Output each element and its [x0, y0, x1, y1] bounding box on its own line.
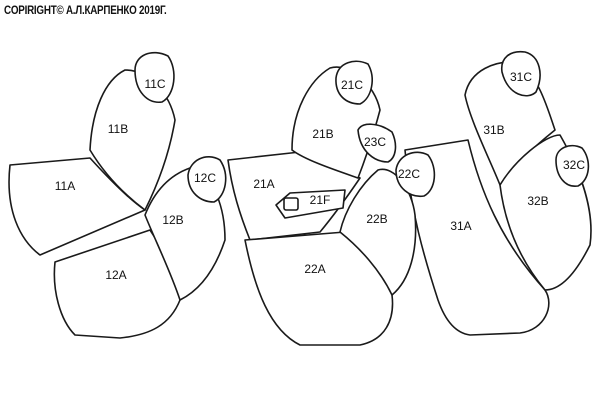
- label-11A: 11A: [55, 179, 75, 193]
- part-11B: [89, 69, 176, 211]
- label-23C: 23C: [364, 135, 386, 149]
- label-22B: 22B: [366, 212, 387, 226]
- label-21A: 21A: [253, 177, 274, 191]
- part-11C: [134, 51, 175, 103]
- label-11C: 11C: [144, 77, 165, 91]
- part-12C: [187, 156, 227, 203]
- label-12B: 12B: [162, 213, 183, 227]
- label-32B: 32B: [527, 194, 548, 208]
- copyright-text: COPIRIGHT© А.Л.КАРПЕНКО 2019Г.: [4, 3, 167, 17]
- label-22A: 22A: [304, 262, 325, 276]
- part-23C: [357, 123, 397, 163]
- label-11B: 11B: [108, 122, 128, 136]
- label-12C: 12C: [194, 171, 216, 185]
- part-21C: [335, 60, 373, 105]
- part-11A: [8, 157, 146, 256]
- label-21B: 21B: [312, 127, 333, 141]
- part-22C: [395, 151, 436, 197]
- label-32C: 32C: [563, 158, 585, 172]
- label-31B: 31B: [483, 123, 504, 137]
- part-31C: [500, 50, 541, 97]
- part-32C: [555, 144, 590, 187]
- label-21F: 21F: [310, 193, 331, 207]
- part-21F: [275, 189, 346, 219]
- part-21F-latch: [283, 197, 299, 211]
- label-31A: 31A: [450, 219, 471, 233]
- label-31C: 31C: [510, 70, 532, 84]
- label-21C: 21C: [341, 78, 363, 92]
- label-12A: 12A: [105, 268, 126, 282]
- part-31A: [404, 139, 550, 336]
- label-22C: 22C: [398, 167, 420, 181]
- part-22B: [339, 168, 417, 296]
